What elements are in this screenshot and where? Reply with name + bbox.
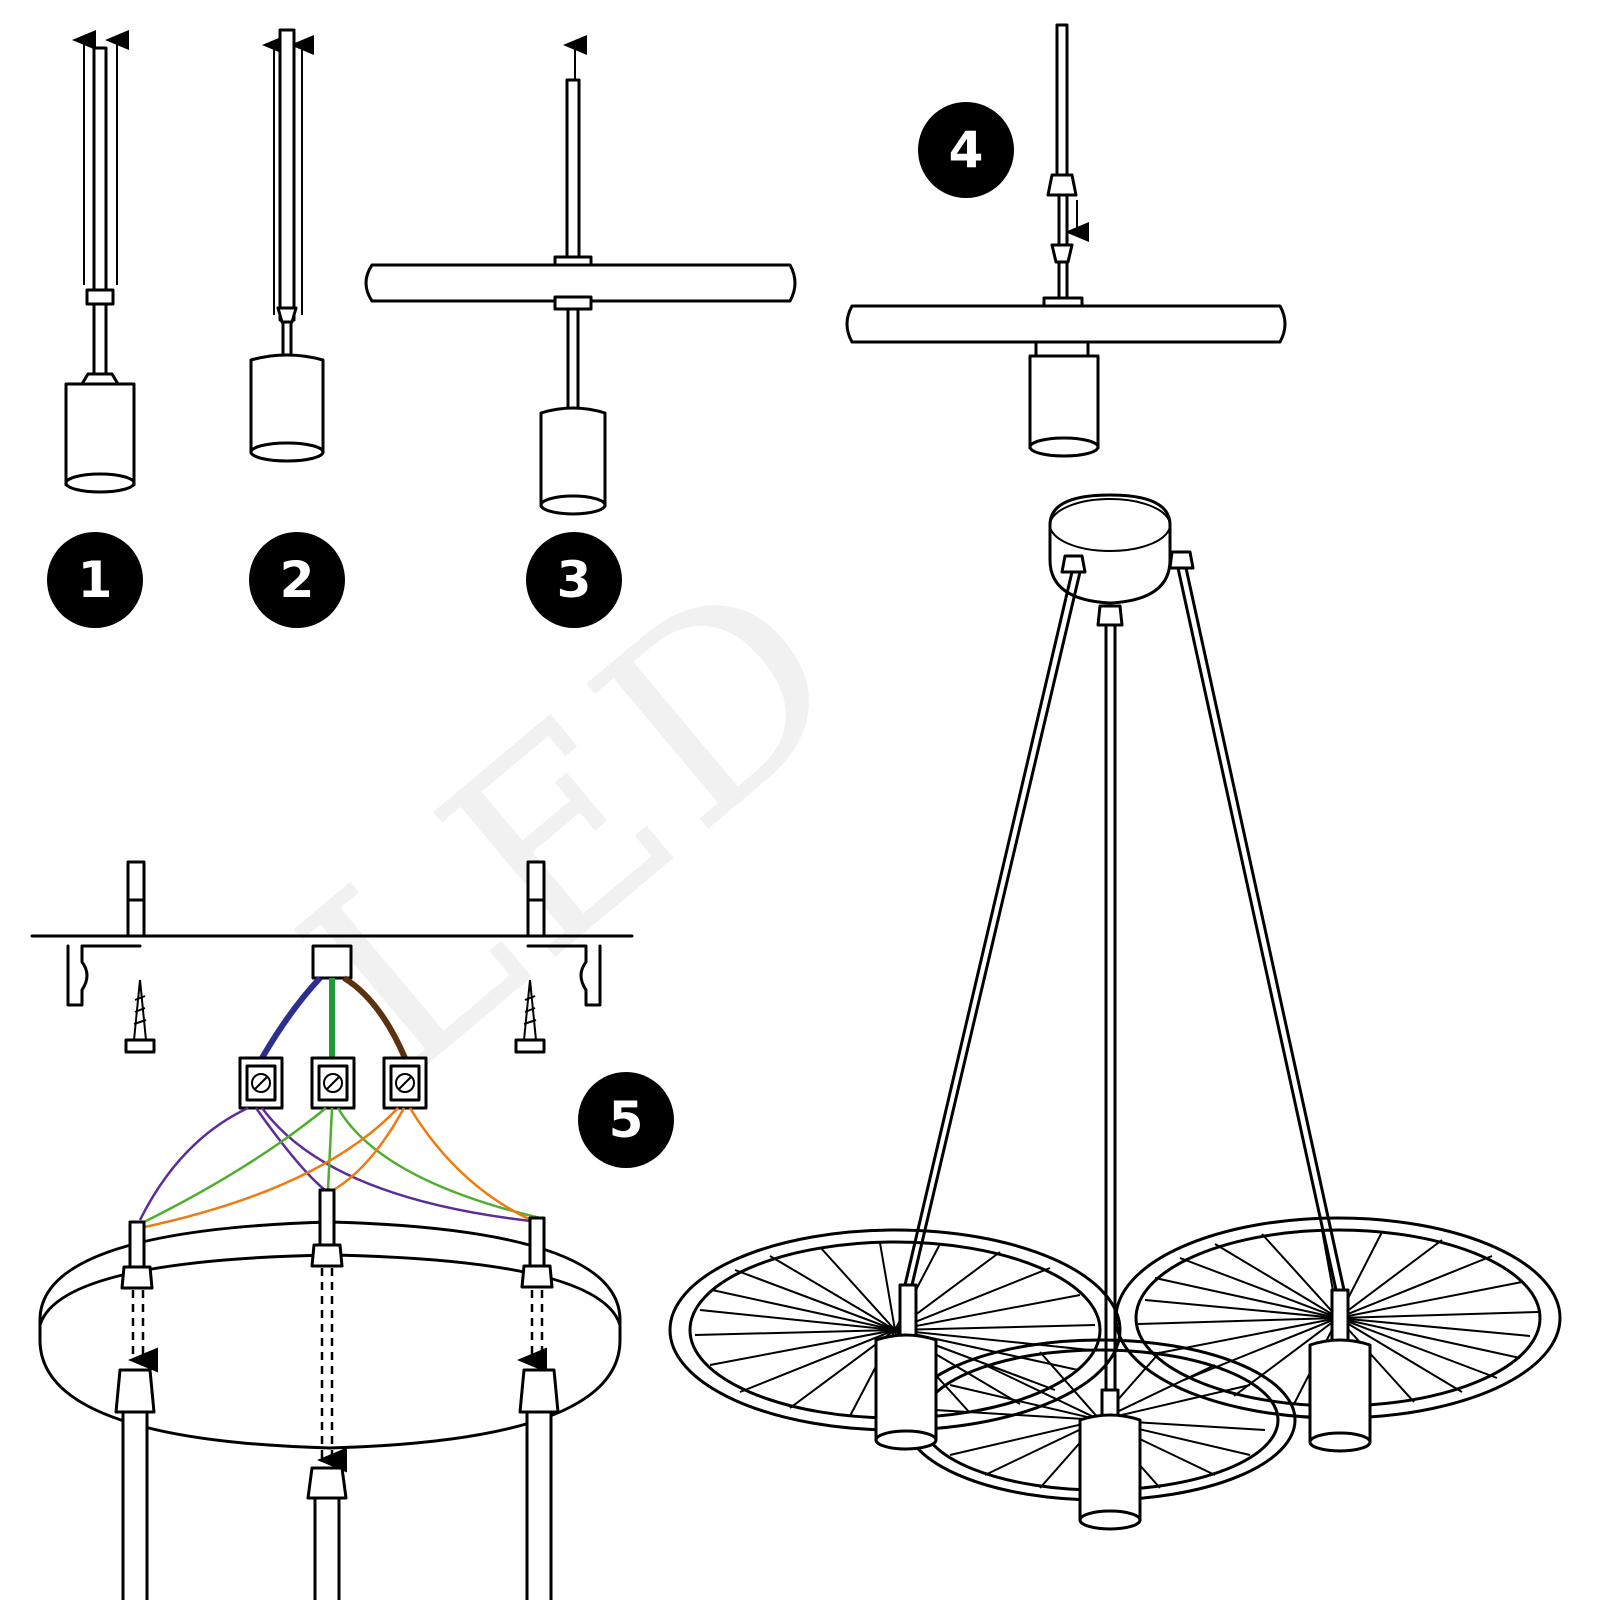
step-badge-2: 2 (249, 532, 345, 628)
wire-green-1 (139, 1107, 327, 1226)
cable-stem (281, 320, 293, 359)
lamp-holder (1034, 340, 1090, 358)
suspension-rod (92, 46, 108, 295)
wire-purple-2 (254, 1107, 326, 1191)
terminal-block-1 (238, 1056, 284, 1110)
step-3-illustration (364, 35, 797, 516)
cable-left (114, 1220, 158, 1600)
wire-purple-3 (260, 1107, 541, 1224)
bracket-flange-right (526, 944, 602, 1007)
upper-collar (1046, 173, 1078, 197)
cable-stem (92, 302, 108, 376)
lamp-right (1308, 1288, 1372, 1453)
step-badge-5: 5 (578, 1072, 674, 1168)
step-4-illustration (845, 23, 1287, 458)
wire-orange-1 (139, 1107, 399, 1230)
lamp-left (874, 1283, 938, 1451)
suspension-rod (1055, 23, 1069, 187)
lower-collar (1050, 243, 1074, 264)
wire-brown (342, 975, 408, 1060)
wire-blue (259, 975, 323, 1060)
bracket-flange-left (66, 944, 142, 1007)
step-badge-3: 3 (526, 532, 622, 628)
wire-green-2 (326, 1107, 334, 1191)
rod-connector (85, 288, 115, 306)
step-2-illustration (249, 28, 325, 463)
cable-right (517, 1216, 560, 1600)
lamp-center (1078, 1388, 1142, 1531)
assembled-chandelier (668, 493, 1562, 1531)
rod-connector (276, 306, 298, 324)
rod-left (903, 570, 1074, 1287)
terminal-block-3 (382, 1056, 428, 1110)
step-badge-1: 1 (47, 532, 143, 628)
canopy-disc (38, 1220, 622, 1450)
step-5-illustration (30, 860, 634, 1600)
wheel-ring-side (364, 263, 797, 303)
step-1-illustration (64, 30, 136, 494)
rod-lower (1057, 193, 1069, 247)
screw-left (124, 979, 156, 1054)
wire-orange-2 (329, 1107, 406, 1194)
rod-right (1176, 566, 1338, 1292)
bottom-collar (553, 295, 593, 311)
wire-orange-3 (408, 1107, 541, 1226)
rod-stem (1057, 260, 1069, 304)
cable-stem (566, 307, 580, 415)
junction-box (311, 944, 353, 980)
cable-middle (306, 1188, 348, 1600)
terminal-block-2 (310, 1056, 356, 1110)
step-badge-4: 4 (918, 102, 1014, 198)
wire-green-3 (336, 1107, 541, 1220)
suspension-rod (565, 78, 581, 262)
suspension-rod (278, 28, 296, 322)
wire-purple-1 (138, 1106, 249, 1221)
wheel-ring-side (845, 304, 1287, 344)
screw-right (514, 979, 546, 1054)
